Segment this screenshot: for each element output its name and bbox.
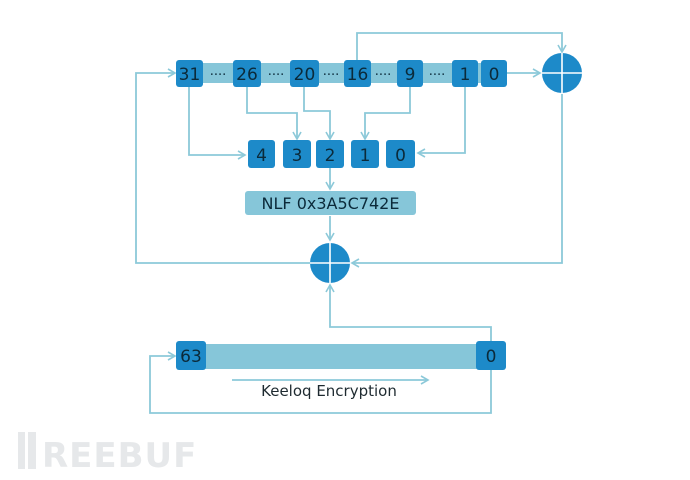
bit1-to-input0-arrow (416, 86, 466, 158)
nlf-input-1-label: 1 (360, 146, 371, 166)
bit26-to-input3-arrow (246, 86, 302, 141)
nlfsr-cell-0 (481, 60, 507, 87)
watermark-logo-bar (18, 432, 25, 469)
nlf-input-4 (248, 140, 275, 168)
nlfsr-separator: ···· (210, 68, 227, 83)
top-xor-icon (542, 53, 582, 93)
key-register: 63 0 (176, 341, 506, 370)
nlf-input-2 (316, 140, 344, 168)
nlf-input-2-label: 2 (325, 146, 336, 166)
nlfsr-cell-9 (397, 60, 423, 87)
key-bit-63-label: 63 (180, 347, 202, 367)
nlfsr-separator: ···· (375, 68, 392, 83)
nlfsr-separator: ···· (323, 68, 340, 83)
nlf-input-3 (283, 140, 311, 168)
nlfsr-cell-20 (290, 60, 319, 87)
nlf-input-0-label: 0 (395, 146, 406, 166)
nlfsr-cell-0-label: 0 (489, 65, 500, 85)
bit31-to-input4-arrow (188, 86, 247, 160)
nlf-label: NLF 0x3A5C742E (262, 194, 400, 213)
key-register-band (200, 344, 480, 369)
nlf-input-1 (351, 140, 379, 168)
key-rotate-arrow (149, 351, 492, 414)
bit20-to-input2-arrow (303, 86, 335, 141)
nlfsr-cell-20-label: 20 (294, 65, 316, 85)
nlf-input-4-label: 4 (256, 146, 267, 166)
nlfsr-cell-26 (233, 60, 261, 87)
nlf-box (245, 191, 416, 215)
nlfsr-cell-31 (176, 60, 203, 87)
feedback-to-31-arrow (135, 68, 310, 264)
bottom-xor-icon (310, 243, 350, 283)
tap-16-to-top-xor-arrow (356, 32, 567, 60)
nlfsr-cell-9-label: 9 (405, 65, 416, 85)
nlfsr-cell-31-label: 31 (179, 65, 201, 85)
nlfsr-cell-16 (344, 60, 371, 87)
key-bit-0-label: 0 (486, 347, 497, 367)
nlfsr-cell-16-label: 16 (347, 65, 369, 85)
key-bit-63 (176, 341, 206, 370)
nlfsr-cell-1-label: 1 (460, 65, 471, 85)
nlfsr-register: 31 ···· 26 ···· 20 ···· 16 ···· 9 ···· 1… (176, 60, 507, 87)
freebuf-watermark: REEBUF (18, 432, 197, 476)
nlfsr-separator: ···· (268, 68, 285, 83)
nlfsr-cell-1 (452, 60, 478, 87)
top-xor-to-bottom-xor-arrow (350, 94, 563, 268)
watermark-logo-bar (28, 432, 36, 469)
nlfsr-cell-26-label: 26 (236, 65, 258, 85)
nlf-input-3-label: 3 (292, 146, 303, 166)
connectors (135, 32, 567, 414)
key-bit-0 (476, 341, 506, 370)
watermark-text: REEBUF (42, 436, 197, 476)
nlf-input-0 (386, 140, 415, 168)
nlf-input-register: 4 3 2 1 0 (248, 140, 415, 168)
bit9-to-input1-arrow (360, 86, 411, 141)
nlfsr-separator: ···· (429, 68, 446, 83)
key-bit0-to-xor-arrow (325, 283, 492, 341)
diagram-caption: Keeloq Encryption (261, 382, 397, 400)
